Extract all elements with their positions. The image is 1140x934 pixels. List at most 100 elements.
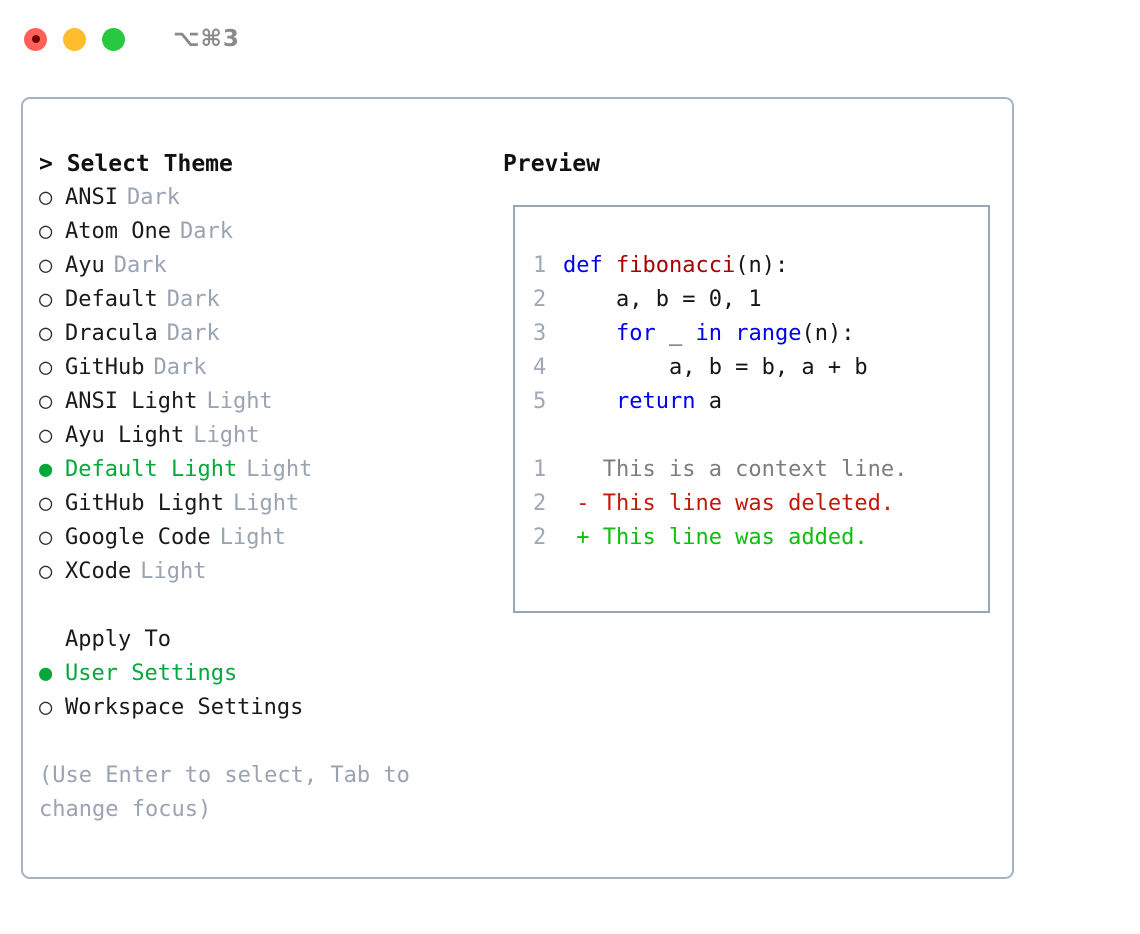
theme-option-label: Dracula — [65, 321, 158, 346]
line-number: 2 — [533, 525, 547, 550]
code-token-plain: a, b = 0, 1 — [563, 287, 762, 312]
theme-variant-badge: Dark — [153, 355, 207, 380]
theme-option-label: Ayu Light — [65, 423, 185, 448]
code-line: 5 return a — [533, 385, 988, 419]
code-line: 1 def fibonacci(n): — [533, 249, 988, 283]
code-token-plain — [563, 321, 616, 346]
theme-variant-badge: Light — [193, 423, 260, 448]
line-number: 3 — [533, 321, 547, 346]
code-token-plain: (n): — [735, 253, 789, 278]
radio-unselected-icon: ○ — [39, 185, 53, 210]
theme-option-default[interactable]: ○ Default Dark — [39, 283, 503, 317]
theme-option-atom-one[interactable]: ○ Atom One Dark — [39, 215, 503, 249]
theme-option-default-light[interactable]: ● Default Light Light — [39, 453, 503, 487]
code-text: a, b = b, a + b — [563, 351, 868, 385]
theme-option-label: GitHub — [65, 355, 145, 380]
code-line: 3 for _ in range(n): — [533, 317, 988, 351]
apply-to-list[interactable]: ● User Settings ○ Workspace Settings — [39, 657, 503, 725]
apply-to-section: Apply To ● User Settings ○ Workspace Settin… — [39, 623, 503, 725]
radio-unselected-icon: ○ — [39, 389, 53, 414]
apply-to-option-user-settings[interactable]: ● User Settings — [39, 657, 503, 691]
line-number: 2 — [533, 287, 547, 312]
code-token-plain: (n): — [801, 321, 855, 346]
diff-text: This is a context line. — [563, 457, 908, 482]
apply-to-option-label: User Settings — [65, 661, 238, 686]
theme-option-ayu-light[interactable]: ○ Ayu Light Light — [39, 419, 503, 453]
theme-option-label: Atom One — [65, 219, 171, 244]
radio-unselected-icon: ○ — [39, 695, 53, 720]
theme-option-label: Default — [65, 287, 158, 312]
diff-line-ctx: 1 This is a context line. — [533, 453, 988, 487]
radio-selected-icon: ● — [39, 661, 53, 686]
code-token-kw: return — [615, 389, 696, 414]
code-token-plain — [722, 321, 735, 346]
close-button[interactable] — [24, 27, 47, 51]
theme-variant-badge: Dark — [113, 253, 167, 278]
code-text: a, b = 0, 1 — [563, 283, 762, 317]
diff-line-del: 2 - This line was deleted. — [533, 487, 988, 521]
diff-sample: 1 This is a context line.2 - This line w… — [533, 453, 988, 555]
radio-selected-icon: ● — [39, 457, 53, 482]
theme-variant-badge: Light — [232, 491, 300, 516]
line-number: 2 — [533, 491, 547, 516]
theme-variant-badge: Light — [246, 457, 313, 482]
code-token-kw: range — [735, 321, 802, 346]
theme-option-label: Ayu — [65, 253, 105, 278]
code-text: def fibonacci(n): — [563, 249, 788, 283]
title-bar: ⌥⌘3 — [0, 0, 1140, 78]
traffic-lights — [24, 27, 125, 51]
preview-header: Preview — [503, 151, 600, 177]
theme-variant-badge: Dark — [166, 287, 220, 312]
line-number: 1 — [533, 457, 547, 482]
theme-option-label: Default Light — [65, 457, 238, 482]
theme-variant-badge: Light — [219, 525, 286, 550]
code-line: 2 a, b = 0, 1 — [533, 283, 988, 317]
maximize-button[interactable] — [102, 27, 125, 51]
code-token-plain: _ — [655, 321, 696, 346]
theme-option-github-light[interactable]: ○ GitHub Light Light — [39, 487, 503, 521]
radio-unselected-icon: ○ — [39, 253, 53, 278]
code-text: return a — [563, 385, 722, 419]
theme-option-dracula[interactable]: ○ Dracula Dark — [39, 317, 503, 351]
radio-unselected-icon: ○ — [39, 491, 53, 516]
radio-unselected-icon: ○ — [39, 287, 53, 312]
theme-variant-badge: Dark — [126, 185, 180, 210]
code-token-kw: def — [563, 253, 616, 278]
apply-to-option-label: Workspace Settings — [65, 695, 304, 720]
minimize-button[interactable] — [63, 27, 86, 51]
diff-text: + This line was added. — [563, 525, 868, 550]
code-token-plain — [563, 389, 616, 414]
code-token-fn: fibonacci — [615, 253, 736, 278]
select-theme-header: > Select Theme — [39, 151, 233, 177]
diff-text: - This line was deleted. — [563, 491, 895, 516]
apply-to-header: Apply To — [65, 627, 171, 652]
code-line: 4 a, b = b, a + b — [533, 351, 988, 385]
apply-to-option-workspace-settings[interactable]: ○ Workspace Settings — [39, 691, 503, 725]
radio-unselected-icon: ○ — [39, 219, 53, 244]
code-text: for _ in range(n): — [563, 317, 854, 351]
keyboard-shortcut-label: ⌥⌘3 — [173, 26, 240, 52]
line-number: 4 — [533, 355, 547, 380]
theme-variant-badge: Dark — [166, 321, 220, 346]
theme-option-label: GitHub Light — [65, 491, 224, 516]
radio-unselected-icon: ○ — [39, 321, 53, 346]
theme-variant-badge: Light — [206, 389, 273, 414]
code-token-kw: for — [615, 321, 656, 346]
theme-variant-badge: Dark — [179, 219, 233, 244]
line-number: 1 — [533, 253, 547, 278]
theme-option-ayu[interactable]: ○ Ayu Dark — [39, 249, 503, 283]
code-token-kw: in — [695, 321, 722, 346]
diff-line-add: 2 + This line was added. — [533, 521, 988, 555]
radio-unselected-icon: ○ — [39, 423, 53, 448]
